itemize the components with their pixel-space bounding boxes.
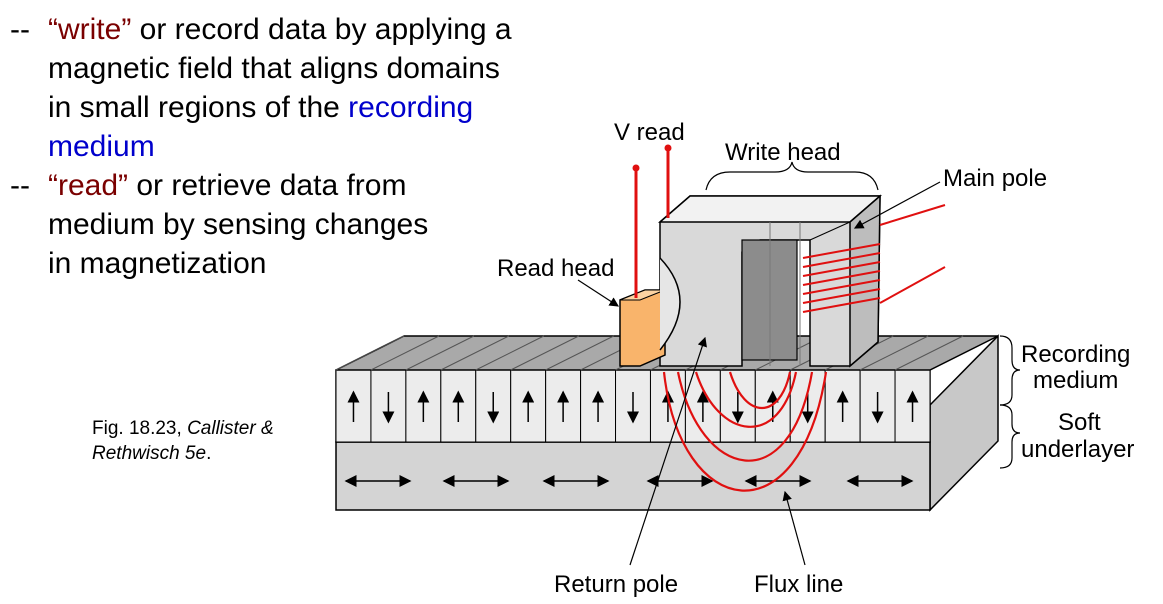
return-pole-label: Return pole — [554, 571, 678, 598]
bullet-text: or record data by applying a — [131, 13, 512, 46]
domain-top-edge — [545, 335, 614, 371]
soft-underlayer-label: Soft — [1058, 409, 1101, 436]
recording-medium-label: Recording — [1021, 341, 1130, 368]
domain-top-edge — [440, 335, 510, 371]
soft-underlayer-label: underlayer — [1021, 436, 1134, 463]
domain-top-edge — [370, 335, 440, 371]
keyword-write: “write” — [48, 13, 132, 46]
bullet-text: in magnetization — [48, 247, 267, 280]
bullet-text: magnetic field that aligns domains — [48, 52, 500, 85]
domain-top-edge — [510, 335, 579, 371]
bullet-text: in small regions of the — [48, 91, 349, 124]
bullet-dash: -- — [10, 13, 30, 46]
coil-winding — [802, 243, 881, 259]
write-coil — [802, 204, 946, 313]
bullet-list: -- “write” or record data by applying a … — [10, 10, 570, 283]
bullet-read: -- “read” or retrieve data from medium b… — [10, 166, 570, 283]
coil-winding — [802, 270, 881, 286]
keyword-read: “read” — [48, 169, 129, 202]
read-head-leader — [577, 279, 620, 307]
write-head-label: Write head — [725, 139, 841, 166]
write-head-brace — [705, 161, 879, 191]
bullet-text: medium by sensing changes — [48, 208, 429, 241]
figure-caption: Fig. 18.23, Callister & Rethwisch 5e. — [92, 418, 274, 464]
recording-medium-label: medium — [1033, 367, 1118, 394]
domain-top-edge — [894, 335, 964, 371]
domain-top-edge — [859, 335, 929, 371]
coil-winding — [802, 261, 881, 277]
underlayer-brace — [999, 404, 1021, 469]
domain-cells — [335, 369, 931, 443]
read-head — [619, 257, 681, 367]
domain-top-edge — [335, 335, 405, 371]
domain-top-edge — [405, 335, 475, 371]
flux-line-label: Flux line — [754, 571, 843, 598]
bullet-text: or retrieve data from — [128, 169, 407, 202]
recording-medium-brace — [999, 335, 1021, 406]
coil-winding — [802, 252, 881, 268]
highlight-recording-medium: recording medium — [48, 91, 474, 163]
bullet-write: -- “write” or record data by applying a … — [10, 10, 570, 166]
coil-winding — [802, 279, 881, 295]
coil-winding — [802, 297, 881, 313]
soft-underlayer — [335, 441, 931, 511]
read-head-label: Read head — [497, 255, 614, 282]
bullet-dash: -- — [10, 169, 30, 202]
main-pole-leader — [853, 181, 941, 229]
v-read-label: V read — [614, 119, 685, 146]
coil-winding — [802, 288, 881, 304]
flux-line-leader — [782, 490, 806, 566]
domain-top-edge — [475, 335, 544, 371]
return-pole-leader — [629, 336, 707, 566]
write-head — [657, 194, 883, 368]
main-pole-label: Main pole — [943, 165, 1047, 192]
